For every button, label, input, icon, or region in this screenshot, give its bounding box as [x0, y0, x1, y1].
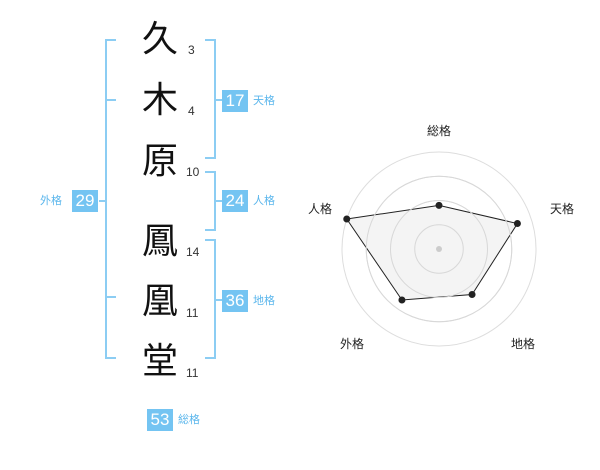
jinkaku-label: 人格	[253, 194, 275, 207]
name-char-5: 凰	[141, 281, 178, 322]
name-char-4: 鳳	[141, 221, 178, 262]
stroke-count-2: 4	[188, 104, 195, 118]
chikaku-label: 地格	[253, 294, 275, 307]
radar-point-3	[398, 296, 406, 304]
radar-point-1	[513, 220, 521, 228]
stroke-count-6: 11	[186, 366, 199, 380]
stroke-count-3: 10	[186, 165, 200, 179]
radar-label-soukaku: 総格	[427, 124, 452, 138]
name-char-2: 木	[141, 80, 178, 121]
gaikaku-bracket	[105, 39, 116, 359]
soukaku-label: 総格	[178, 413, 200, 426]
radar-grid-ring-overlay	[390, 200, 488, 298]
soukaku-value: 53	[147, 409, 173, 431]
stroke-count-5: 11	[186, 306, 199, 320]
name-char-6: 堂	[141, 341, 178, 382]
name-char-3: 原	[141, 141, 178, 182]
radar-label-chikaku: 地格	[511, 337, 536, 351]
radar-label-gaikaku: 外格	[340, 337, 365, 351]
stroke-count-4: 14	[186, 245, 200, 259]
gaikaku-value: 29	[72, 190, 98, 212]
name-char-1: 久	[141, 19, 178, 60]
radar-point-0	[435, 201, 443, 209]
jinkaku-value: 24	[222, 190, 248, 212]
tenkaku-label: 天格	[253, 94, 275, 107]
tenkaku-value: 17	[222, 90, 248, 112]
radar-center	[436, 246, 442, 252]
stroke-count-1: 3	[188, 43, 195, 57]
radar-label-tenkaku: 天格	[550, 202, 575, 216]
radar-label-jinkaku: 人格	[308, 202, 333, 216]
chikaku-value: 36	[222, 290, 248, 312]
radar-point-2	[468, 291, 476, 299]
radar-grid-ring-overlay	[414, 224, 464, 274]
radar-point-4	[343, 215, 351, 223]
gaikaku-label: 外格	[40, 194, 62, 207]
radar-grid-ring-overlay	[365, 175, 513, 323]
